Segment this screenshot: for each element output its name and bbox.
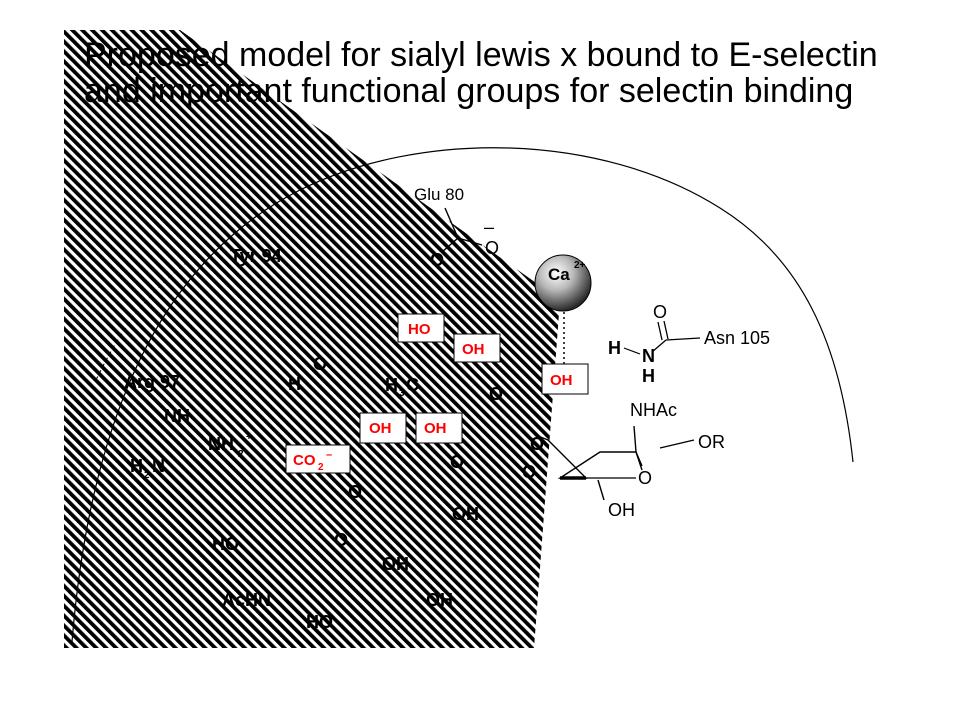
svg-text:2: 2 [318, 462, 324, 473]
functional-group-oh-2: OH [541, 363, 589, 395]
ring-c4-bond [537, 435, 549, 441]
oh-label-bottom: OH [382, 554, 409, 574]
o-label-mid: O [313, 354, 327, 374]
o-label-top: O [430, 250, 444, 270]
h3c-subscript: 3 [399, 388, 405, 399]
asn-n-label: N [642, 346, 655, 366]
h3c-h: H [385, 375, 398, 395]
nh2-charge: + [246, 432, 252, 443]
glu-80-label: Glu 80 [414, 185, 464, 204]
ho-label-left: HO [212, 534, 239, 554]
protein-surface-arc [71, 147, 854, 643]
h-label-small: H [288, 374, 301, 394]
title-line-1: Proposed model for sialyl lewis x bound … [84, 36, 878, 74]
arg-97-label: Arg 97 [124, 372, 180, 392]
functional-group-oh-1: OH [453, 333, 501, 363]
asn-105-label: Asn 105 [704, 328, 770, 348]
svg-text:OH: OH [462, 341, 485, 358]
glu-bond-left [441, 237, 459, 253]
asn-cn-bond [651, 339, 667, 353]
svg-text:CO: CO [293, 452, 316, 469]
asn-nh-dash [623, 347, 641, 355]
inner-surface-arc [95, 259, 191, 381]
functional-group-carboxylate: CO 2 – [285, 444, 351, 474]
svg-text:OH: OH [550, 372, 573, 389]
svg-text:OH: OH [369, 420, 392, 437]
or-label: OR [698, 432, 725, 452]
nh2-subscript: 2 [238, 449, 244, 460]
sugar-ring [547, 439, 643, 479]
nhac-label: NHAc [630, 400, 677, 420]
asn-chain-bond [665, 337, 701, 341]
o-label-right1: O [489, 384, 503, 404]
functional-group-oh-3: OH [359, 412, 407, 444]
glu-bond-down [444, 207, 459, 239]
ring-to-oxygen [635, 451, 643, 467]
achn-label: AcHN [222, 590, 271, 610]
asn-h-label: H [608, 338, 621, 358]
carboxylate-minus: – [484, 217, 494, 237]
asn-co-bond-b [663, 320, 669, 340]
h2n-h: H [130, 456, 143, 476]
ring-oh-label: OH [608, 500, 635, 520]
svg-text:–: – [326, 449, 332, 461]
svg-text:HO: HO [408, 321, 431, 338]
asn-co-bond-a [657, 321, 663, 341]
o-label-right2: O [530, 434, 544, 454]
protein-surface-region [64, 30, 560, 648]
nh-label: NH [164, 406, 190, 426]
title-line-2: and important functional groups for sele… [84, 72, 854, 110]
calcium-charge: 2+ [574, 260, 586, 271]
calcium-label: Ca [548, 265, 570, 284]
ring-c2-substituent [633, 425, 637, 453]
asn-o-label: O [653, 302, 667, 322]
o-label-right3: O [450, 452, 464, 472]
tyr-94-label: Tyr 94 [230, 246, 282, 266]
glu-o-label: O [485, 238, 499, 258]
ring-o-label: O [638, 468, 652, 488]
functional-group-ho: HO [397, 313, 445, 343]
ring-c1-substituent [659, 439, 695, 449]
functional-group-oh-4: OH [415, 412, 463, 444]
glu-bond-right [457, 237, 483, 246]
ho-label-bottom: HO [306, 612, 333, 632]
nh2-label: NH [208, 434, 234, 454]
oh-label-bottom2: OH [426, 590, 453, 610]
h3c-c: C [406, 375, 419, 395]
o-label-right4: O [522, 462, 536, 482]
h2n-n: N [152, 456, 165, 476]
calcium-ion-sphere [534, 254, 592, 312]
ring-c6-substituent [597, 479, 605, 501]
o-label-center: O [348, 482, 362, 502]
asn-nh-h-label: H [642, 366, 655, 386]
oh-label-lower: OH [452, 504, 479, 524]
h2n-subscript: 2 [144, 470, 150, 481]
o-label-lower: O [334, 530, 348, 550]
svg-text:OH: OH [424, 420, 447, 437]
